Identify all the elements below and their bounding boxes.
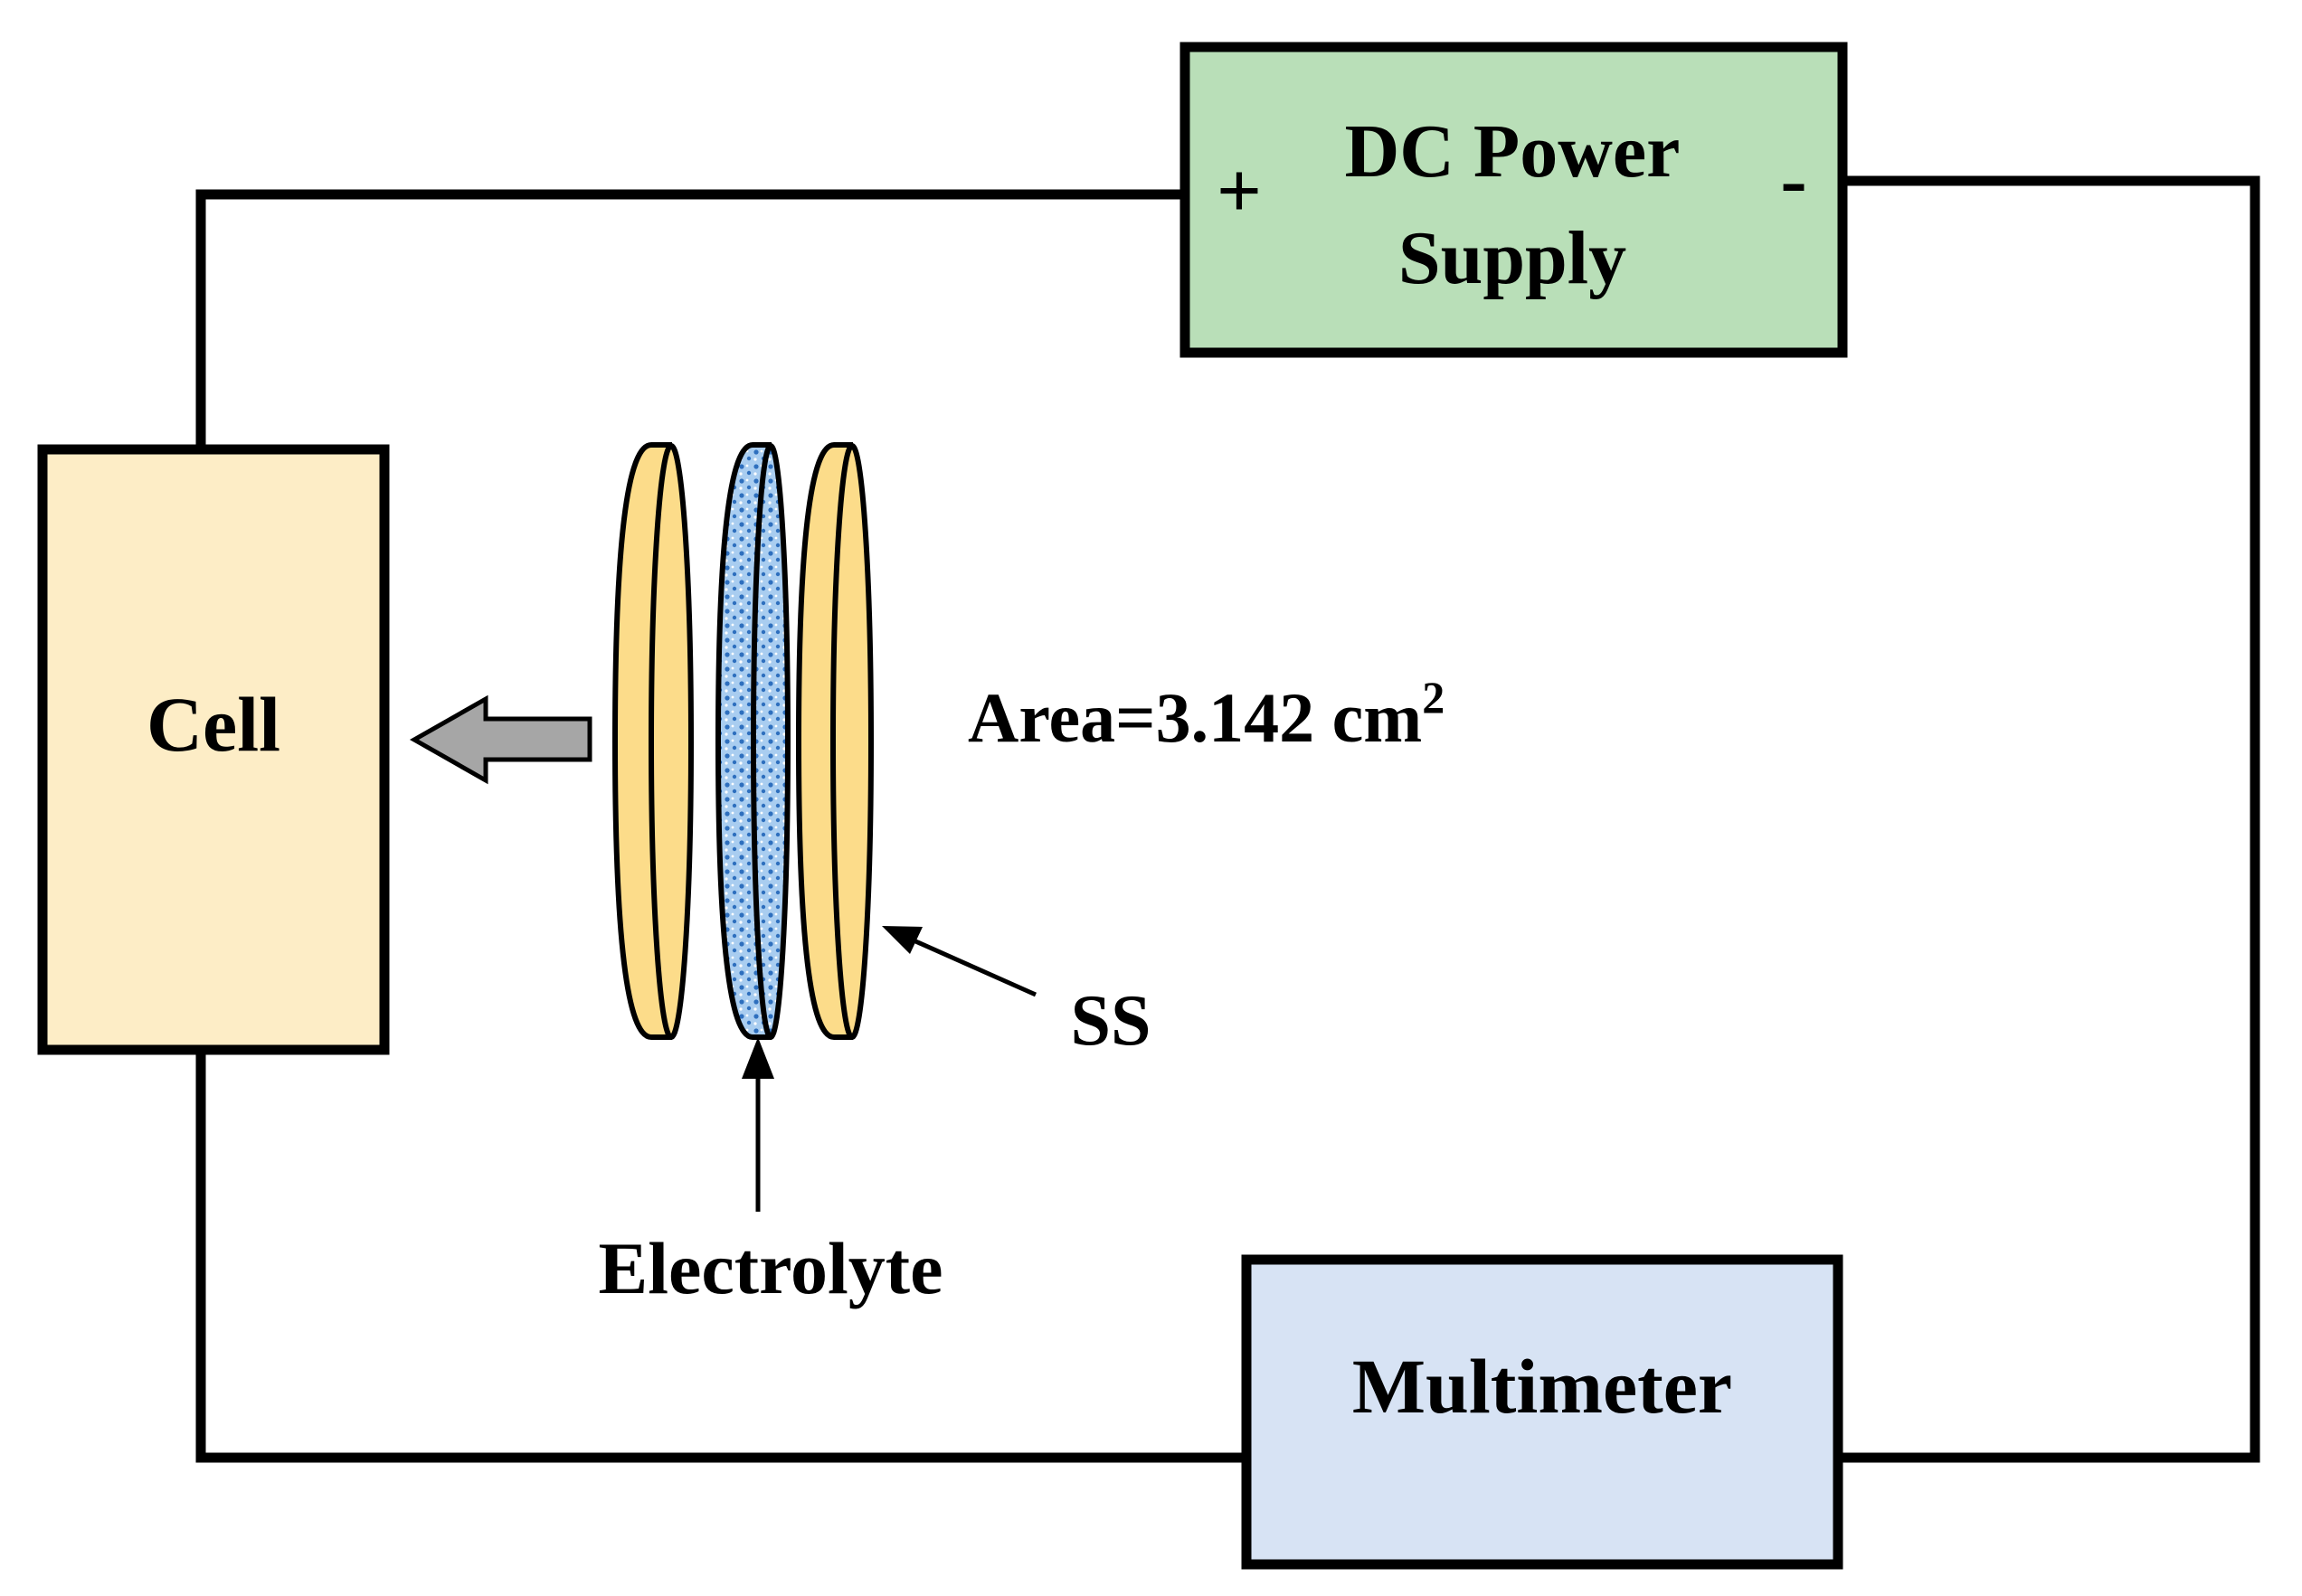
electrolyte-pointer-arrow [742, 1037, 774, 1212]
power-supply-plus-terminal: + [1217, 147, 1262, 235]
wire-power-minus-to-multimeter [1841, 175, 2260, 1463]
area-superscript: 2 [1422, 672, 1445, 722]
insert-arrow [409, 694, 592, 785]
area-text: Area=3.142 cm [968, 678, 1422, 757]
ss-pointer-arrow [882, 926, 1037, 997]
cell-label: Cell [147, 681, 280, 768]
circuit-wires [195, 175, 2260, 1463]
multimeter: Multimeter [1241, 1254, 1843, 1570]
wire-multimeter-to-cell [195, 1052, 1246, 1463]
power-supply-minus-terminal: - [1780, 137, 1806, 224]
dc-power-supply: + - DC Power Supply [1179, 42, 1848, 358]
cell: Cell [37, 444, 390, 1055]
ss-electrode-left [611, 442, 694, 1040]
ss-label: SS [1071, 981, 1151, 1061]
wire-cell-to-power-plus [195, 189, 1189, 448]
electrolyte-label: Electrolyte [599, 1227, 943, 1309]
multimeter-box [1241, 1254, 1843, 1570]
cell-box [37, 444, 390, 1055]
power-supply-box [1179, 42, 1848, 358]
power-supply-label-line1: DC Power [1345, 109, 1681, 194]
electrolyte-layer [715, 442, 791, 1040]
multimeter-label: Multimeter [1352, 1343, 1732, 1430]
area-label: Area=3.142 cm2 [968, 672, 1445, 757]
power-supply-label-line2: Supply [1398, 216, 1626, 300]
ss-electrode-right [795, 442, 874, 1040]
sample-stack [611, 442, 874, 1040]
